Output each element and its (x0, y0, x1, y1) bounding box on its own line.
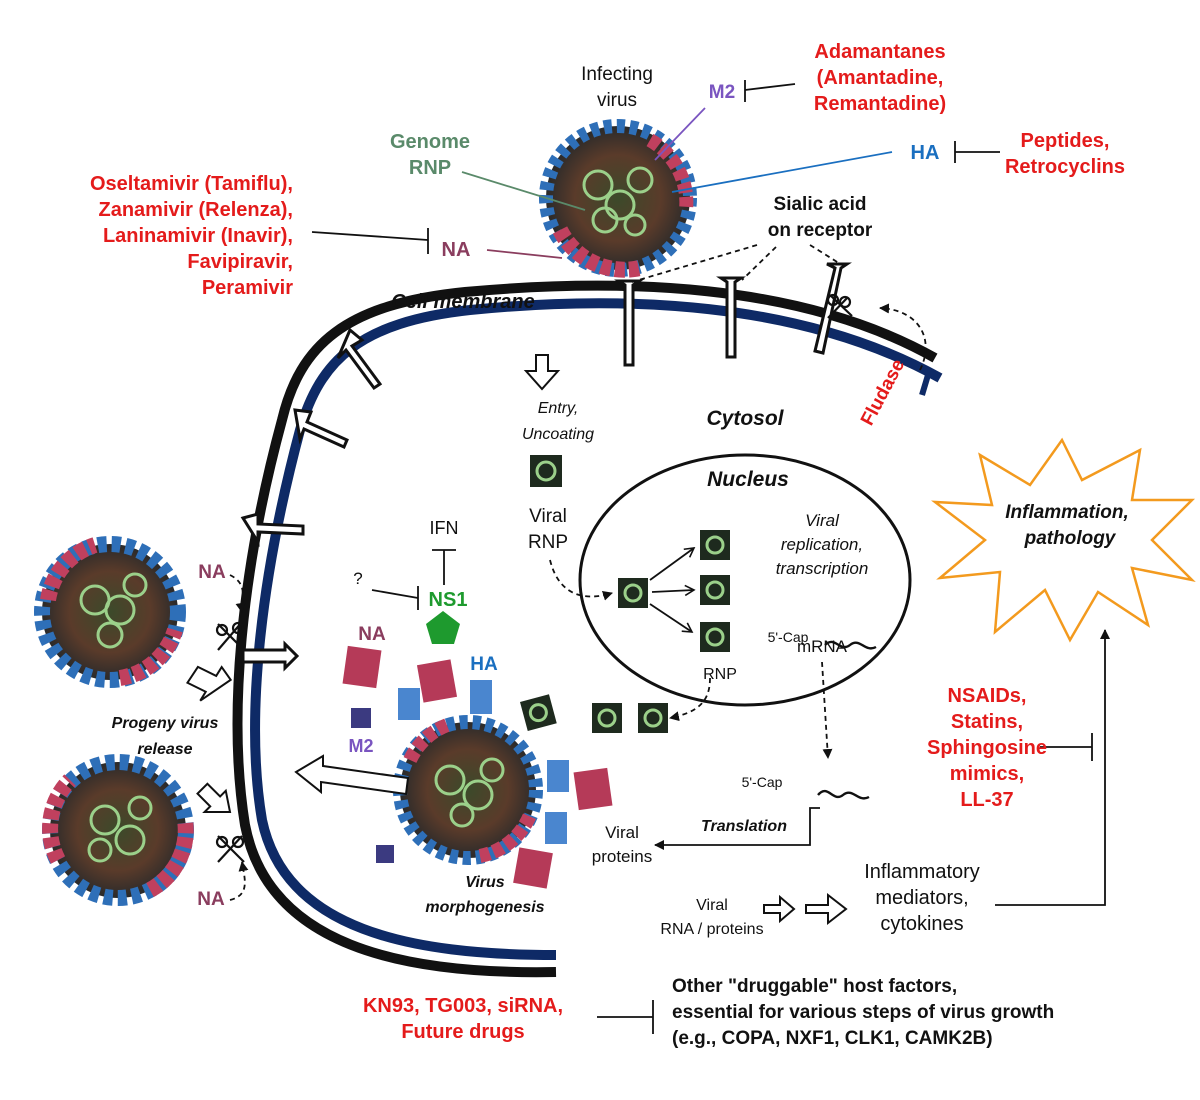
peptides-label: Peptides, (1021, 130, 1110, 152)
progeny-label-2: release (137, 741, 192, 758)
anti-inflammatory-label-3: Sphingosine (927, 737, 1047, 759)
na-label: NA (442, 239, 471, 261)
ha-label: HA (911, 142, 940, 164)
membrane-receptors (240, 262, 852, 672)
anti-inflammatory-label-2: Statins, (951, 711, 1023, 733)
sialic-acid-label-2: on receptor (768, 220, 873, 241)
adamantanes-label: Adamantanes (814, 41, 945, 63)
budding-virus (393, 715, 543, 865)
rnp-label: RNP (703, 666, 737, 683)
leader-lines (461, 107, 893, 259)
viral-rnp-label: Viral (529, 506, 567, 527)
progeny-label: Progeny virus (112, 715, 219, 732)
cell-membrane (232, 280, 943, 978)
cytosol-label: Cytosol (706, 407, 784, 430)
m2-cytosol-label: M2 (348, 736, 373, 756)
infecting-virus-label-2: virus (597, 90, 637, 111)
cap-label-cytosol: 5'-Cap (742, 774, 783, 790)
rnp-tiles (520, 455, 730, 733)
mrna-squiggle (824, 640, 877, 650)
replication-label-2: replication, (781, 535, 863, 554)
entry-label: Entry, (538, 400, 579, 417)
na-inhibitors-label: Oseltamivir (Tamiflu), (90, 173, 293, 195)
ifn-label: IFN (430, 518, 459, 538)
host-factors-label: Other "druggable" host factors, (672, 976, 957, 997)
inflammation-label-2: pathology (1024, 528, 1117, 549)
cell-membrane-label: Cell membrane (391, 291, 534, 313)
infecting-virus-label: Infecting (581, 64, 653, 85)
mrna-squiggle-cytosol (817, 789, 870, 800)
progeny-virus-bottom (42, 754, 194, 906)
anti-inflammatory-label: NSAIDs, (948, 685, 1027, 707)
viral-rna-proteins-label: Viral (696, 897, 728, 914)
translation-label: Translation (701, 818, 787, 835)
sialic-acid-label: Sialic acid (774, 194, 867, 215)
inflammation-starburst (931, 437, 1196, 643)
morphogenesis-label: Virus (465, 874, 505, 891)
na-inhibitors-label-3: Laninamivir (Inavir), (103, 225, 293, 247)
host-targeting-label: KN93, TG003, siRNA, (363, 995, 563, 1017)
adamantanes-label-3: Remantadine) (814, 93, 946, 115)
protein-tiles (342, 645, 613, 889)
viral-proteins-label-2: proteins (592, 847, 652, 866)
ns1-pentagon (426, 611, 460, 644)
hollow-arrows (185, 354, 848, 926)
cap-label-nucleus: 5'-Cap (768, 629, 809, 645)
dashed-arrows (229, 244, 927, 901)
replication-label-3: transcription (776, 559, 869, 578)
m2-label: M2 (709, 82, 735, 103)
inflammatory-label-2: mediators, (875, 887, 968, 909)
nucleus-label: Nucleus (707, 468, 789, 491)
na-inhibitors-label-5: Peramivir (202, 277, 293, 299)
anti-inflammatory-label-5: LL-37 (960, 789, 1013, 811)
fludase-label: Fludase (857, 356, 909, 429)
inflammatory-label: Inflammatory (864, 861, 980, 883)
viral-rnp-label-2: RNP (528, 532, 568, 553)
ns1-label: NS1 (429, 589, 468, 611)
scissors-icon (215, 293, 853, 863)
infecting-virus-particle (539, 119, 697, 278)
progeny-virus-top (34, 536, 186, 688)
ha-cytosol-label: HA (470, 654, 498, 675)
morphogenesis-label-2: morphogenesis (425, 899, 544, 916)
genome-rnp-label-2: RNP (409, 157, 451, 179)
viral-rna-proteins-label-2: RNA / proteins (660, 921, 763, 938)
viral-proteins-label: Viral (605, 823, 639, 842)
question-label: ? (353, 569, 362, 588)
host-factors-label-2: essential for various steps of virus gro… (672, 1002, 1054, 1023)
peptides-label-2: Retrocyclins (1005, 156, 1125, 178)
na-inhibitors-label-4: Favipiravir, (187, 251, 293, 273)
genome-rnp-label: Genome (390, 131, 470, 153)
inflammatory-label-3: cytokines (880, 913, 963, 935)
na-bottom-label: NA (197, 889, 225, 910)
replication-label: Viral (805, 511, 840, 530)
adamantanes-label-2: (Amantadine, (817, 67, 944, 89)
mrna-label: mRNA (797, 637, 848, 656)
connector-lines (311, 80, 1110, 1034)
inflammation-label: Inflammation, (1005, 502, 1129, 523)
entry-label-2: Uncoating (522, 426, 594, 443)
na-inhibitors-label-2: Zanamivir (Relenza), (98, 199, 293, 221)
na-cytosol-label: NA (358, 624, 386, 645)
anti-inflammatory-label-4: mimics, (950, 763, 1024, 785)
host-factors-label-3: (e.g., COPA, NXF1, CLK1, CAMK2B) (672, 1028, 993, 1049)
host-targeting-label-2: Future drugs (401, 1021, 524, 1043)
drug-labels: Adamantanes (Amantadine, Remantadine) Pe… (90, 41, 1125, 1043)
nucleus-boundary (578, 453, 912, 707)
na-top-label: NA (198, 562, 226, 583)
